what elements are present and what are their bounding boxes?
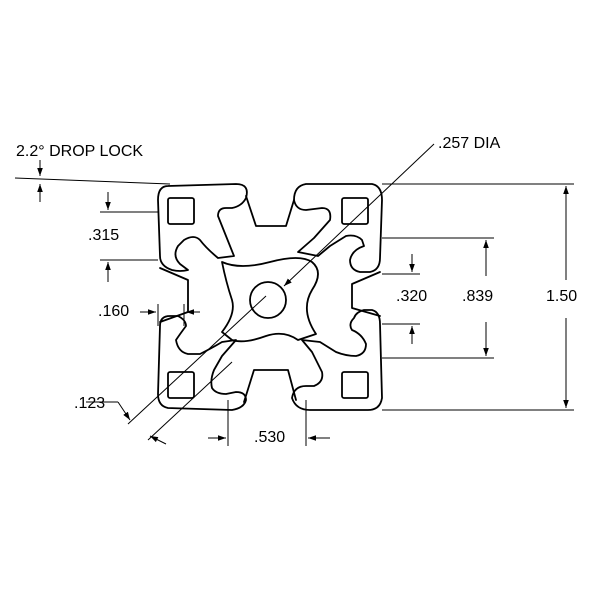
hole-dia-label: .257 DIA bbox=[438, 135, 501, 152]
slot-right bbox=[351, 271, 381, 317]
center-web bbox=[221, 257, 319, 343]
top-right-lobe bbox=[293, 183, 383, 273]
slot-top bbox=[245, 195, 295, 227]
center-hole bbox=[249, 281, 287, 319]
void-bottom-left bbox=[167, 371, 195, 399]
hole-dia-leader bbox=[283, 143, 435, 287]
dim-320-lines bbox=[382, 254, 420, 344]
dim-123-label: .123 bbox=[74, 395, 106, 412]
dim-320-label: .320 bbox=[396, 288, 428, 305]
void-bottom-right bbox=[341, 371, 369, 399]
bottom-right-lobe bbox=[291, 309, 383, 411]
top-left-lobe bbox=[157, 183, 248, 272]
dim-150-lines bbox=[382, 183, 574, 411]
slot-bottom bbox=[243, 369, 297, 403]
profile-outline bbox=[157, 183, 383, 411]
dim-530-label: .530 bbox=[254, 429, 286, 446]
bottom-left-lobe bbox=[157, 315, 247, 411]
dim-150-label: 1.50 bbox=[546, 288, 578, 305]
diagonal-leaders bbox=[86, 295, 267, 445]
drop-lock-label: 2.2° DROP LOCK bbox=[16, 143, 144, 160]
void-top-left bbox=[167, 197, 195, 225]
dim-839-label: .839 bbox=[462, 288, 494, 305]
dim-160-label: .160 bbox=[98, 303, 130, 320]
drop-lock-callout bbox=[14, 160, 171, 202]
void-top-right bbox=[341, 197, 369, 225]
slot-left bbox=[159, 267, 189, 323]
dim-839-lines bbox=[382, 237, 494, 359]
dim-315-lines bbox=[100, 192, 158, 282]
dim-530-lines bbox=[208, 400, 330, 446]
dim-160-lines bbox=[140, 304, 200, 326]
dim-315-label: .315 bbox=[88, 227, 120, 244]
